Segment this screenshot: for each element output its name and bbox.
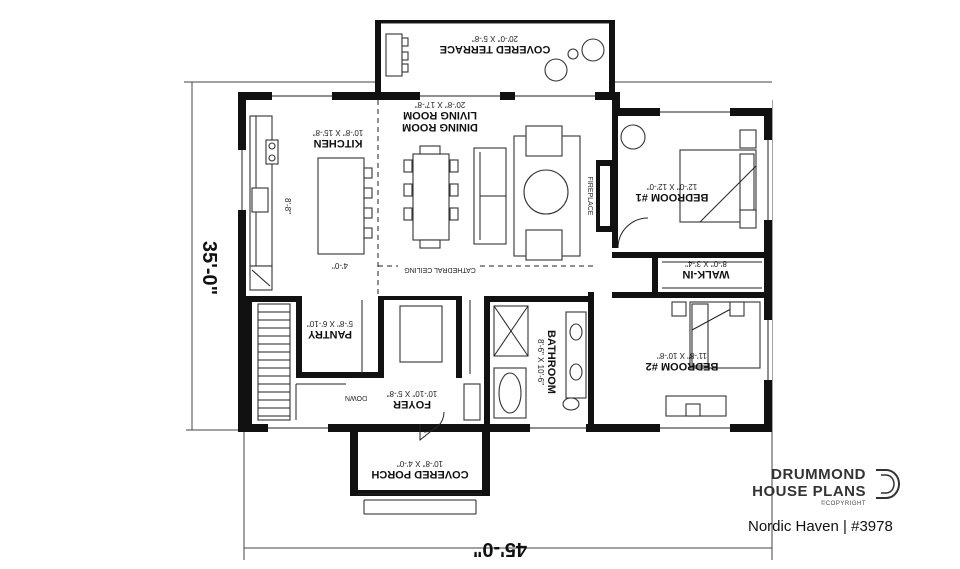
kitchen-island-width: 4'-0" <box>332 261 348 270</box>
foyer-size: 10'-10" X 5'-8" <box>387 389 438 398</box>
kitchen-island-length: 8'-8" <box>283 198 292 214</box>
dining-room-name: DINING ROOM <box>402 121 478 133</box>
kitchen-name: KITCHEN <box>314 137 363 149</box>
living-room-name: LIVING ROOM <box>403 109 477 121</box>
foyer-pantry-stairs <box>257 300 481 442</box>
bathroom-fixtures <box>493 305 587 419</box>
drummond-logo-icon <box>876 469 900 499</box>
kitchen-fixtures <box>249 115 373 291</box>
fireplace-note: FIREPLACE <box>586 177 593 216</box>
covered-porch-name: COVERED PORCH <box>371 468 468 480</box>
brand-name-line1: DRUMMOND <box>771 466 866 483</box>
plan-caption: Nordic Haven | #3978 <box>748 518 893 535</box>
cathedral-ceiling-note: CATHEDRAL CEILING <box>404 266 476 273</box>
bedroom2-name: BEDROOM #2 <box>646 360 719 372</box>
stair-down-note: DOWN <box>345 394 367 401</box>
room-labels: COVERED TERRACE 20'-0" X 5'-8" DINING RO… <box>283 34 730 480</box>
foyer-name: FOYER <box>393 398 431 410</box>
kitchen-size: 10'-8" X 15'-8" <box>313 128 364 137</box>
bedroom2-furniture <box>665 301 761 417</box>
dining-living-furniture <box>377 100 596 296</box>
pantry-name: PANTRY <box>307 328 352 340</box>
bathroom-size: 8'-6" X 10'-6" <box>536 339 545 385</box>
covered-porch-size: 10'-8" X 4'-0" <box>397 459 443 468</box>
walk-in-closet <box>662 261 762 289</box>
overall-depth-dimension: 35'-0" <box>198 241 220 295</box>
interior-walls <box>246 108 772 424</box>
covered-terrace <box>375 20 615 92</box>
bedroom1-furniture <box>617 124 757 249</box>
covered-terrace-size: 20'-0" X 5'-8" <box>472 34 518 43</box>
walk-in-name: WALK-IN <box>682 268 729 280</box>
overall-width-dimension: 45'-0" <box>473 538 527 560</box>
brand-name-line2: HOUSE PLANS <box>752 483 866 500</box>
pantry-size: 5'-8" X 6'-10" <box>307 319 353 328</box>
covered-terrace-name: COVERED TERRACE <box>440 43 551 55</box>
bedroom1-size: 12'-0" X 12'-0" <box>647 182 698 191</box>
bedroom2-size: 11'-8" X 10'-8" <box>657 351 707 360</box>
bedroom1-name: BEDROOM #1 <box>636 191 709 203</box>
walk-in-size: 8'-0" X 3'-4" <box>685 259 727 268</box>
brand-copyright: ©COPYRIGHT <box>820 501 866 507</box>
dining-living-size: 20'-8" X 17'-8" <box>415 100 466 109</box>
bathroom-name: BATHROOM <box>545 330 557 394</box>
brand-logo-block: DRUMMOND HOUSE PLANS ©COPYRIGHT <box>752 466 902 516</box>
